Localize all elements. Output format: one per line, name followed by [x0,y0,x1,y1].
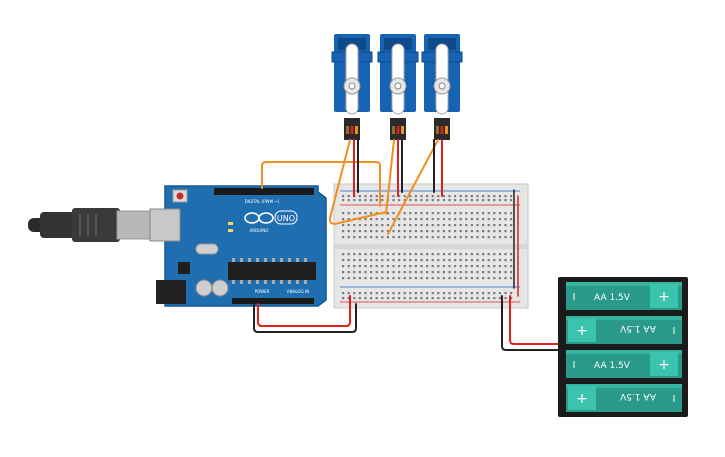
arduino-brand-text: ARDUINO [250,228,269,233]
cell-label: AA 1.5V [594,293,631,303]
digital-header-label: DIGITAL (PWM ~) [245,199,280,204]
battery-negative-wire[interactable] [501,295,565,351]
aa-battery-cell[interactable]: + I AA 1.5V [566,350,682,378]
minus-terminal-icon: I [673,326,676,337]
cell-label: AA 1.5V [594,361,631,371]
signal-wire-2[interactable] [328,139,387,225]
minus-terminal-icon: I [573,292,576,303]
signal-wire-3[interactable] [387,139,439,235]
power-analog-header[interactable] [232,298,314,304]
servo-motor[interactable] [377,34,419,140]
plus-terminal-icon: + [576,323,588,339]
digital-header[interactable] [214,188,314,195]
plus-terminal-icon: + [658,357,670,373]
atmega-chip [228,262,316,280]
usb-cable[interactable] [28,208,152,242]
arduino-uno-board[interactable]: DIGITAL (PWM ~) UNO ARDUINO POWER ANALOG… [149,185,327,307]
aa-battery-cell[interactable]: + I AA 1.5V [566,282,682,310]
breadboard[interactable] [333,183,529,309]
aa-battery-cell[interactable]: + I AA 1.5V [566,384,682,412]
uno-logo-text: UNO [277,214,295,223]
servo-motor[interactable] [421,34,463,140]
battery-pack[interactable]: + I AA 1.5V + I AA 1.5V + I AA 1.5V + I AA 1.5V [558,277,688,417]
minus-terminal-icon: I [673,394,676,405]
usb-port[interactable] [149,208,181,242]
signal-wire-1[interactable] [261,161,381,207]
arduino-5v-wire[interactable] [257,295,351,327]
power-jack[interactable] [156,280,186,304]
aa-battery-cell[interactable]: + I AA 1.5V [566,316,682,344]
wires [253,139,565,351]
plus-terminal-icon: + [576,391,588,407]
minus-terminal-icon: I [573,360,576,371]
power-label: POWER [255,289,270,294]
signal-wire-4[interactable] [385,139,395,215]
battery-positive-wire[interactable] [509,295,565,345]
cell-label: AA 1.5V [619,323,656,333]
arduino-ground-wire[interactable] [253,303,357,333]
plus-terminal-icon: + [658,289,670,305]
cell-label: AA 1.5V [619,391,656,401]
servo-motor[interactable] [331,34,373,140]
analog-label: ANALOG IN [287,289,309,294]
